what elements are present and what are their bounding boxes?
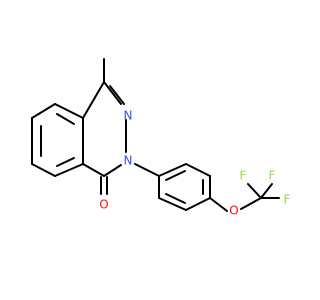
- benzo-bond-4: [31, 163, 56, 177]
- ring-bond-c4a-c4: [82, 81, 105, 119]
- aryl-ether-bond: [209, 197, 228, 212]
- benzo-inner-1: [56, 113, 75, 125]
- atom-labels: N N O O F F F: [99, 109, 290, 218]
- cf-bond-top-right: [260, 183, 273, 199]
- n-aryl-bond: [134, 163, 160, 177]
- phenyl-bond-5: [158, 197, 187, 211]
- cf-bond-top-left: [247, 183, 262, 199]
- molecule-svg: N N O O F F F: [31, 58, 291, 218]
- phenyl-inner-3: [165, 193, 186, 204]
- ring-bond-c4-n3-double: [109, 85, 125, 105]
- fluorine-atom-top-right: F: [269, 169, 276, 183]
- fluorine-atom-right: F: [284, 193, 291, 207]
- nitrogen-atom-lower: N: [124, 154, 133, 168]
- benzo-bond-1: [54, 103, 84, 119]
- benzo-inner-3: [56, 157, 75, 167]
- ether-carbon-bond: [240, 197, 262, 210]
- ring-bond-c4-n3: [103, 81, 122, 105]
- chemical-structure-diagram: N N O O F F F: [31, 58, 291, 218]
- phenyl-bond-1: [158, 163, 187, 177]
- phenyl-bond-4: [185, 197, 211, 211]
- carbonyl-oxygen-atom: O: [99, 198, 108, 212]
- phenyl-inner-1: [165, 170, 186, 181]
- ring-bond-c1-c8a: [82, 163, 105, 177]
- ether-oxygen-atom: O: [229, 204, 238, 218]
- nitrogen-atom-upper: N: [124, 109, 133, 123]
- phenyl-bond-2: [185, 163, 211, 177]
- fluorine-atom-top-left: F: [240, 169, 247, 183]
- ring-bond-n2-c1: [103, 164, 122, 177]
- benzo-bond-2: [31, 103, 56, 119]
- bond-lines: [31, 58, 280, 212]
- benzo-bond-5: [54, 163, 84, 177]
